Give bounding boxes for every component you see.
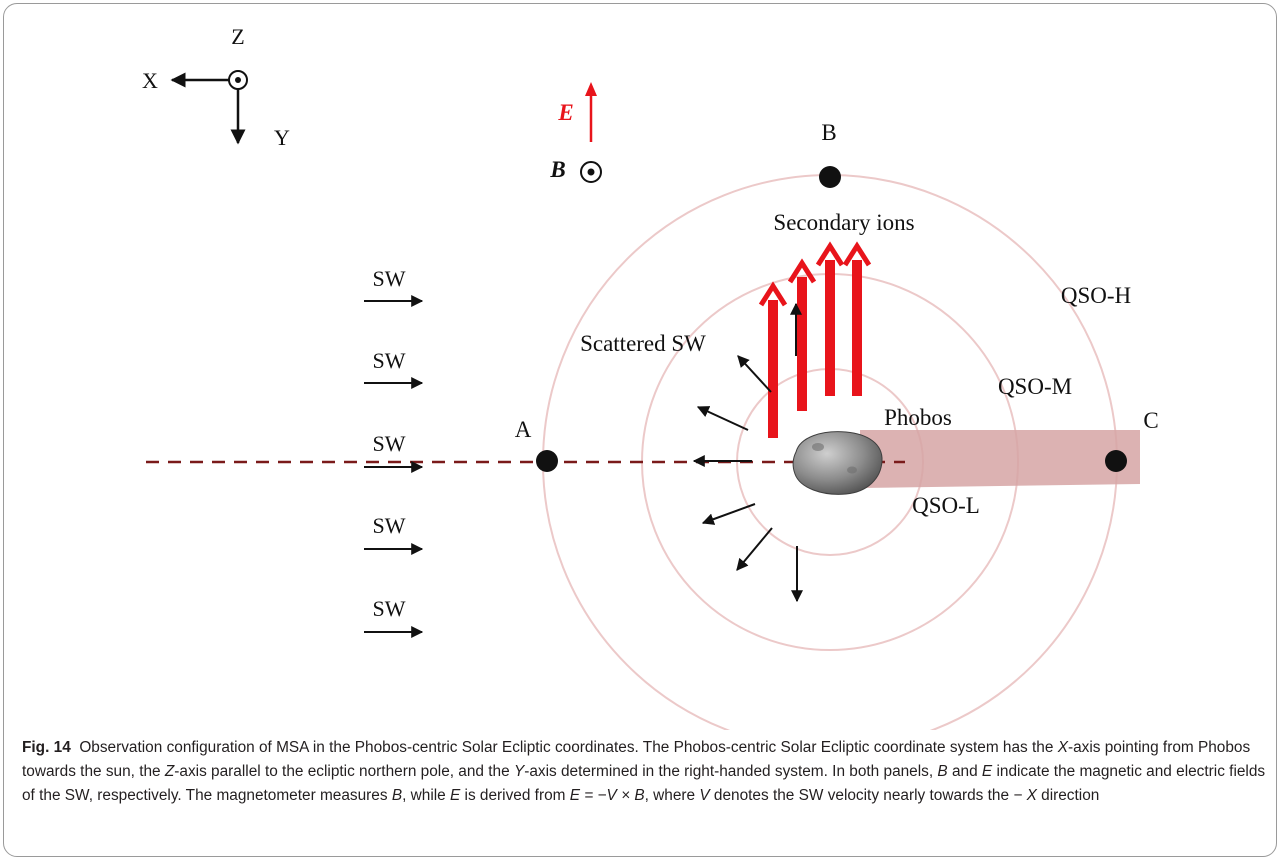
z-axis-dot	[235, 77, 241, 83]
qso-m-label: QSO-M	[998, 374, 1072, 399]
sw-label: SW	[373, 513, 406, 538]
phobos-wake	[860, 430, 1140, 488]
figure-frame	[3, 3, 1277, 857]
phobos-body	[792, 431, 883, 495]
scattered-sw-label: Scattered SW	[580, 331, 706, 356]
z-axis-label: Z	[231, 24, 244, 49]
point-a-marker	[536, 450, 558, 472]
sw-label: SW	[373, 348, 406, 373]
caption-text: direction	[1036, 787, 1100, 804]
b-field-label: B	[549, 157, 565, 182]
scattered-arrow	[696, 406, 749, 431]
caption-var: V	[699, 787, 710, 804]
caption-var: B	[391, 787, 403, 804]
crater	[847, 466, 857, 474]
ion-arrow-3-head	[815, 241, 845, 267]
ion-arrow-2-head	[787, 258, 817, 284]
scattered-arrow	[701, 503, 756, 525]
figure-caption: Fig. 14 Observation configuration of MSA…	[22, 736, 1267, 808]
sw-label: SW	[373, 596, 406, 621]
point-b-label: B	[821, 120, 836, 145]
crater	[812, 443, 824, 451]
sw-label: SW	[373, 431, 406, 456]
coordinate-axes: Z X Y	[142, 24, 290, 150]
y-axis-label: Y	[274, 125, 290, 150]
scattered-sw-arrows	[692, 302, 803, 603]
caption-text: -axis parallel to the ecliptic northern …	[174, 763, 514, 780]
secondary-ion-arrows	[758, 241, 872, 438]
caption-text: -axis determined in the right-handed sys…	[524, 763, 938, 780]
e-field-label: E	[557, 100, 573, 125]
ion-arrow-2	[797, 277, 807, 411]
figure-number: Fig. 14	[22, 739, 71, 756]
phobos	[792, 431, 883, 495]
caption-text: -axis pointing from Phobos towards the s…	[22, 739, 1251, 780]
caption-var: B	[937, 763, 948, 780]
caption-formula: E = −V × B	[569, 787, 645, 804]
caption-var: − X	[1013, 787, 1037, 804]
b-field-out-of-page-icon	[580, 161, 602, 183]
point-a-label: A	[515, 417, 532, 442]
b-field-dot	[587, 168, 595, 176]
ion-arrow-1	[768, 300, 778, 438]
caption-text: indicate the magnetic and electric field…	[22, 763, 1266, 804]
caption-text: denotes the SW velocity nearly towards t…	[709, 787, 1014, 804]
sw-label: SW	[373, 266, 406, 291]
scattered-arrow	[737, 355, 772, 393]
x-axis-label: X	[142, 68, 158, 93]
diagram-labels: Secondary ions Scattered SW Phobos QSO-H…	[580, 210, 1131, 518]
caption-var: Y	[513, 763, 525, 780]
caption-text: Observation configuration of MSA in the …	[79, 739, 1058, 756]
orbit-points: A B C	[515, 120, 1159, 472]
caption-var: E	[450, 787, 461, 804]
caption-text: and	[947, 763, 982, 780]
ion-arrow-3	[825, 260, 835, 396]
solar-wind-arrows: SW SW SW SW SW	[364, 266, 424, 638]
ion-arrow-4-head	[842, 241, 872, 267]
qso-h-label: QSO-H	[1061, 283, 1131, 308]
caption-var: E	[981, 763, 993, 780]
scattered-arrow	[736, 527, 773, 571]
point-b-marker	[819, 166, 841, 188]
caption-text: is derived from	[460, 787, 570, 804]
point-c-marker	[1105, 450, 1127, 472]
ion-arrow-4	[852, 260, 862, 396]
secondary-ions-label: Secondary ions	[773, 210, 914, 235]
caption-var: Z	[164, 763, 175, 780]
caption-var: X	[1057, 739, 1068, 756]
point-c-label: C	[1143, 408, 1158, 433]
figure-diagram: Z X Y E B A B C	[142, 24, 1159, 730]
qso-l-label: QSO-L	[912, 493, 980, 518]
caption-text: , while	[402, 787, 450, 804]
e-field-arrowhead	[585, 82, 597, 96]
caption-text: , where	[644, 787, 700, 804]
ion-arrow-1-head	[758, 281, 788, 307]
phobos-label: Phobos	[884, 405, 952, 430]
field-indicators: E B	[549, 82, 602, 183]
